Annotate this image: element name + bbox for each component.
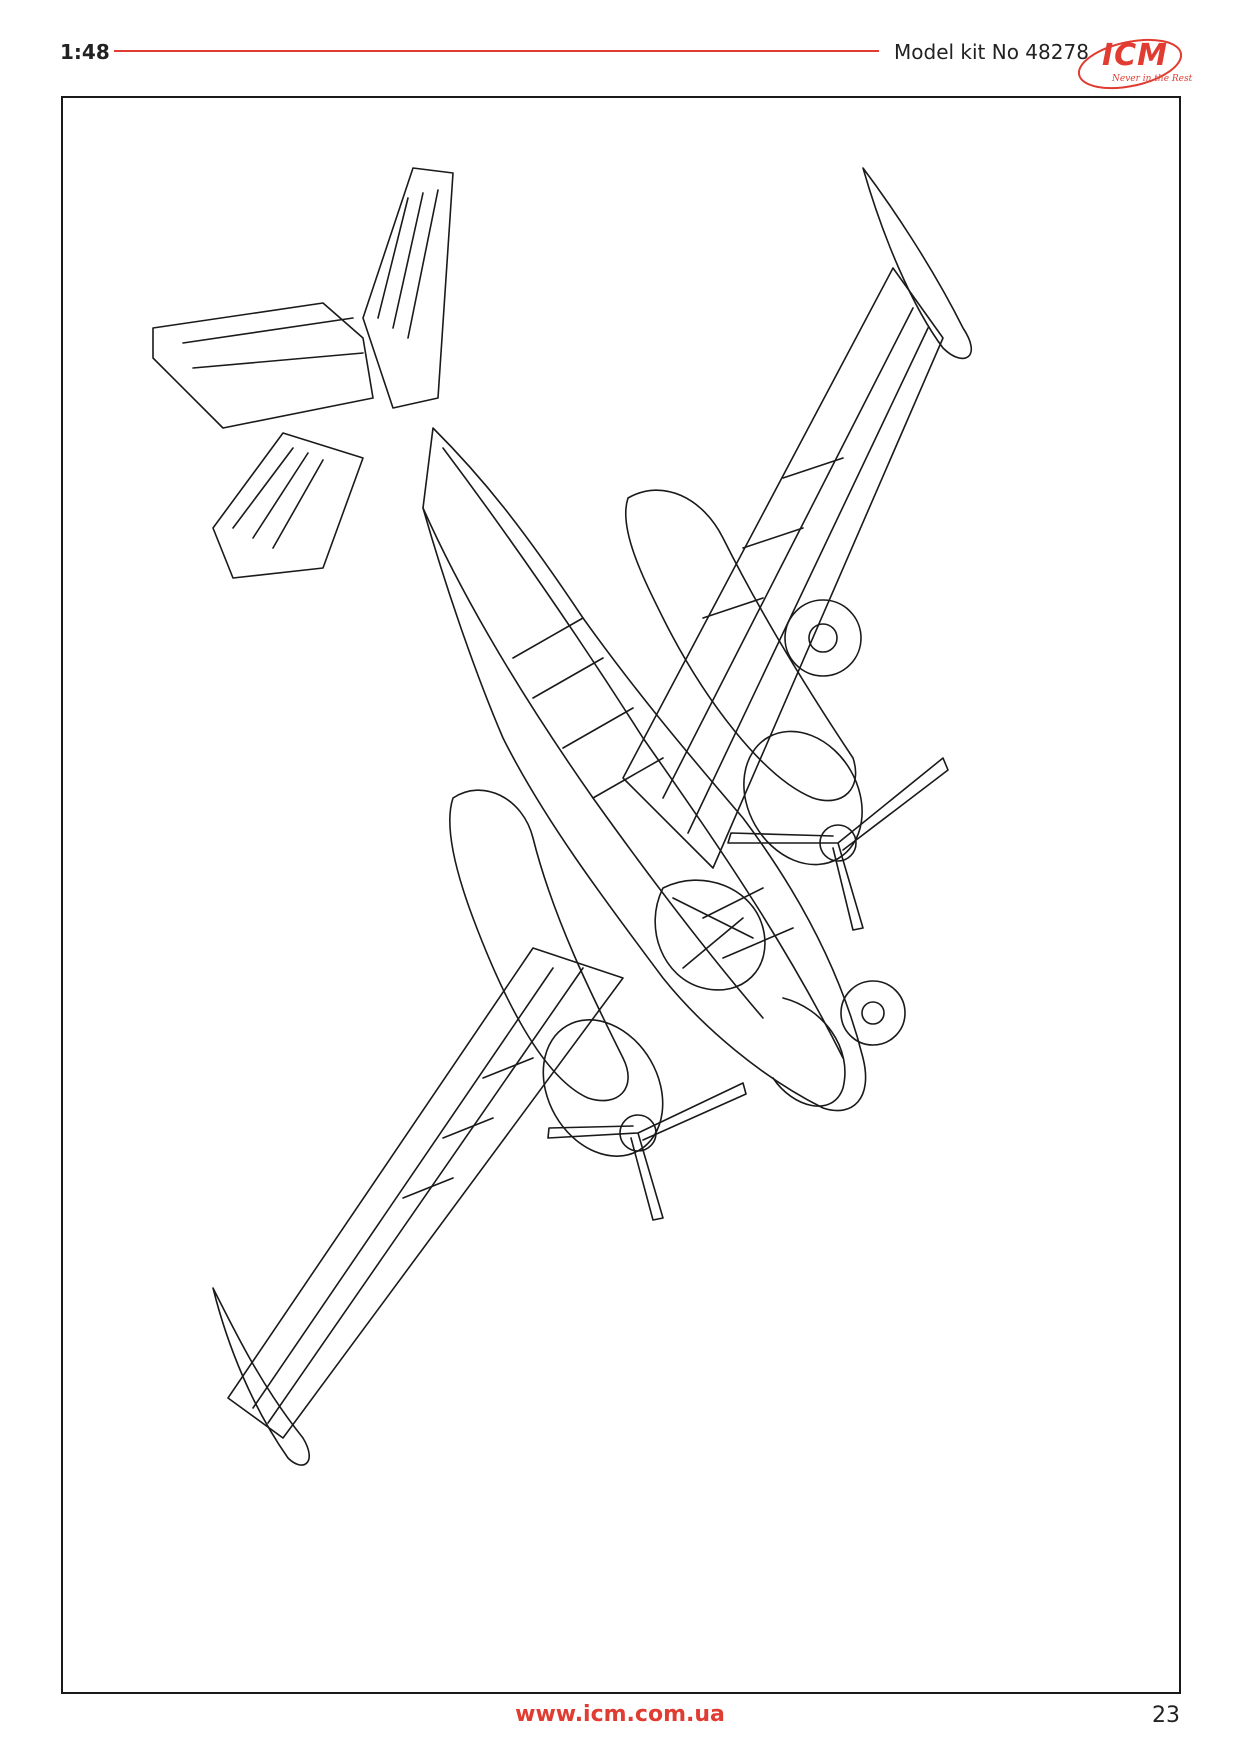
page-number: 23 xyxy=(1152,1703,1180,1728)
logo-swoosh-icon xyxy=(1077,38,1183,90)
logo-tagline: Never in the Rest xyxy=(1112,74,1193,84)
engine-nacelle-right xyxy=(624,489,857,802)
cockpit-frame xyxy=(672,897,754,969)
main-wheel-right-hub xyxy=(808,623,838,653)
spinner-left xyxy=(619,1114,657,1152)
engine-cowl-left xyxy=(542,1019,664,1157)
nose-glazing xyxy=(654,879,766,991)
tail-fin-upper-ribs xyxy=(377,189,439,339)
wing-left-outline xyxy=(227,947,624,1439)
tail-plane-right xyxy=(212,432,364,579)
nose-wheel xyxy=(840,980,906,1046)
fuselage-spine xyxy=(442,447,844,1059)
aircraft-drawing xyxy=(152,167,973,1466)
illustration-frame xyxy=(61,96,1181,1694)
wing-left-flap-line xyxy=(252,967,584,1424)
scale-label: 1:48 xyxy=(60,40,110,64)
wingtip-right xyxy=(862,167,973,360)
website-link[interactable]: www.icm.com.ua xyxy=(515,1702,725,1727)
wingtip-left xyxy=(212,1287,310,1466)
propeller-right xyxy=(727,757,949,931)
logo-wordmark: ICM xyxy=(1102,38,1169,73)
wing-right-flap-line xyxy=(662,307,929,834)
panel-lines xyxy=(512,617,794,959)
tail-plane-left xyxy=(152,302,374,429)
page-header: 1:48 Model kit No 48278 ICM Never in the… xyxy=(0,0,1240,95)
kit-number: Model kit No 48278 xyxy=(894,40,1089,64)
engine-cowl-right xyxy=(743,730,863,866)
wing-right-outline xyxy=(622,267,944,869)
tail-plane-left-detail xyxy=(182,317,364,369)
header-rule xyxy=(114,50,879,52)
nose-cone xyxy=(772,997,846,1107)
engine-nacelle-left xyxy=(448,789,629,1102)
nose-wheel-hub xyxy=(861,1001,885,1025)
tail-plane-right-ribs xyxy=(232,447,324,549)
fuselage-outline xyxy=(422,427,867,1112)
wing-spar-details xyxy=(402,457,844,1199)
icm-logo: ICM Never in the Rest xyxy=(1074,36,1192,90)
main-wheel-right xyxy=(784,599,862,677)
propeller-left xyxy=(547,1082,747,1221)
tail-fin-upper xyxy=(362,167,454,409)
fuselage-belly xyxy=(422,507,764,1019)
